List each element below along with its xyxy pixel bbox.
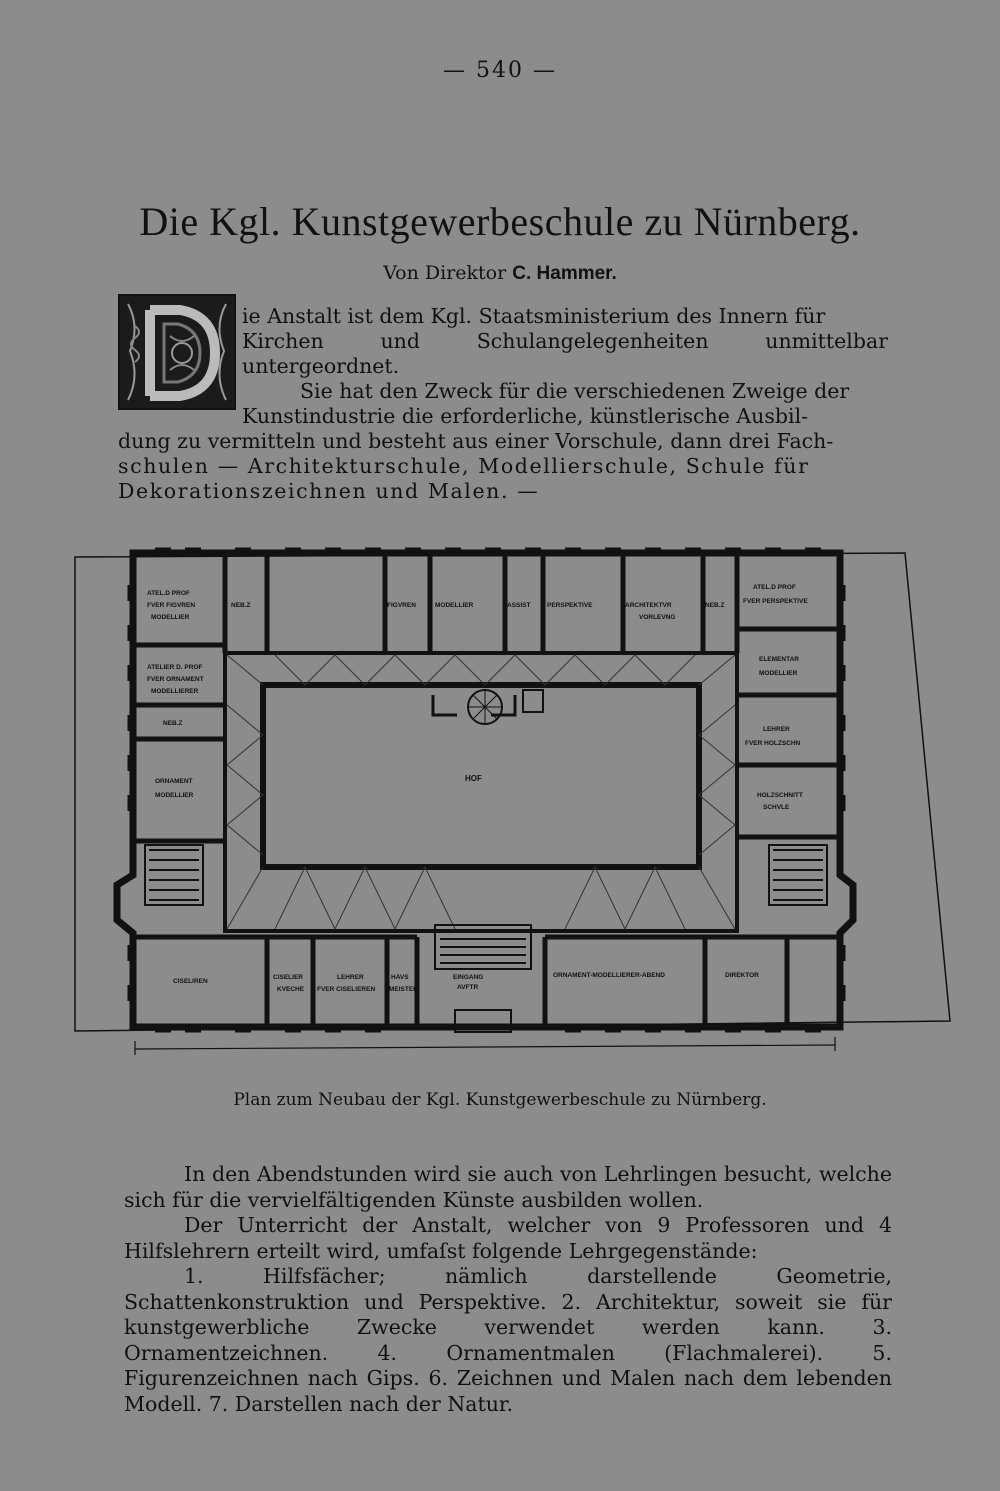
plan-label: MEISTER (389, 986, 418, 993)
plan-label: SCHVLE (763, 804, 790, 811)
plan-label: ATELIER D. PROF (147, 664, 203, 671)
plan-label: ARCHITEKTVR (625, 602, 672, 609)
byline-prefix: Von Direktor (383, 262, 507, 284)
plan-label: MODELLIER (759, 670, 798, 677)
plan-label: FVER PERSPEKTIVE (743, 598, 808, 605)
plan-label: ATEL.D PROF (147, 590, 190, 597)
body-paragraph-list: 1. Hilfsfächer; nämlich darstellende Geo… (124, 1264, 892, 1416)
intro-line: Kirchen und Schulangelegenheiten unmitte… (242, 329, 888, 378)
plan-label: CISELIER (273, 974, 303, 981)
page-number: — 540 — (443, 58, 557, 83)
byline: Von Direktor C. Hammer. (0, 262, 1000, 285)
plan-label: NEB.Z (705, 602, 725, 609)
byline-author: C. Hammer. (512, 263, 617, 284)
plan-label-courtyard: HOF (465, 774, 482, 783)
intro-line: schulen — Architekturschule, Modelliersc… (118, 454, 810, 478)
plan-label: FVER FIGVREN (147, 602, 195, 609)
intro-paragraph: ie Anstalt ist dem Kgl. Staatsministeriu… (118, 304, 888, 504)
body-paragraph: Der Unterricht der Anstalt, welcher von … (124, 1213, 892, 1263)
plan-label: MODELLIERER (151, 688, 199, 695)
plan-label: HAVS (391, 974, 409, 981)
plan-label: MODELLIER (435, 602, 474, 609)
plan-label: FVER HOLZSCHN (745, 740, 801, 747)
plan-label: CISELIREN (173, 978, 208, 985)
plan-label: LEHRER (337, 974, 364, 981)
plan-label: VORLEVNG (639, 614, 675, 621)
decorated-initial-d (118, 294, 236, 410)
plan-label: MODELLIER (155, 792, 194, 799)
intro-line: Dekorationszeichnen und Malen. — (118, 479, 540, 503)
plan-label: NEB.Z (231, 602, 251, 609)
plan-label: AVFTR (457, 984, 478, 991)
intro-line: ie Anstalt ist dem Kgl. Staatsministeriu… (242, 304, 826, 328)
article-title: Die Kgl. Kunstgewerbeschule zu Nürnberg. (139, 199, 861, 244)
plan-label: ELEMENTAR (759, 656, 799, 663)
plan-label: DIREKTOR (725, 972, 759, 979)
floor-plan: ATEL.D PROF FVER FIGVREN MODELLIER NEB.Z… (45, 545, 960, 1055)
intro-line: Kunstindustrie die erforderliche, künstl… (242, 404, 809, 428)
plan-label: MODELLIER (151, 614, 190, 621)
plan-label: FIGVREN (387, 602, 416, 609)
plan-label: FVER ORNAMENT (147, 676, 204, 683)
plan-label: FVER CISELIEREN (317, 986, 375, 993)
plan-label: ATEL.D PROF (753, 584, 796, 591)
plan-label: ASSIST (507, 602, 531, 609)
plan-label: PERSPEKTIVE (547, 602, 593, 609)
plan-label: NEB.Z (163, 720, 183, 727)
intro-line: Sie hat den Zweck für die verschiedenen … (300, 379, 850, 403)
plan-label: EINGANG (453, 974, 483, 981)
plan-label: ORNAMENT (155, 778, 193, 785)
plan-label: KVECHE (277, 986, 305, 993)
body-text: In den Abendstunden wird sie auch von Le… (124, 1162, 892, 1417)
body-paragraph: In den Abendstunden wird sie auch von Le… (124, 1162, 892, 1212)
intro-line: dung zu vermitteln und besteht aus einer… (118, 429, 834, 453)
plan-label: HOLZSCHNITT (757, 792, 803, 799)
plan-label: ORNAMENT-MODELLIERER-ABEND (553, 972, 665, 979)
figure-caption: Plan zum Neubau der Kgl. Kunstgewerbesch… (233, 1090, 767, 1110)
plan-label: LEHRER (763, 726, 790, 733)
